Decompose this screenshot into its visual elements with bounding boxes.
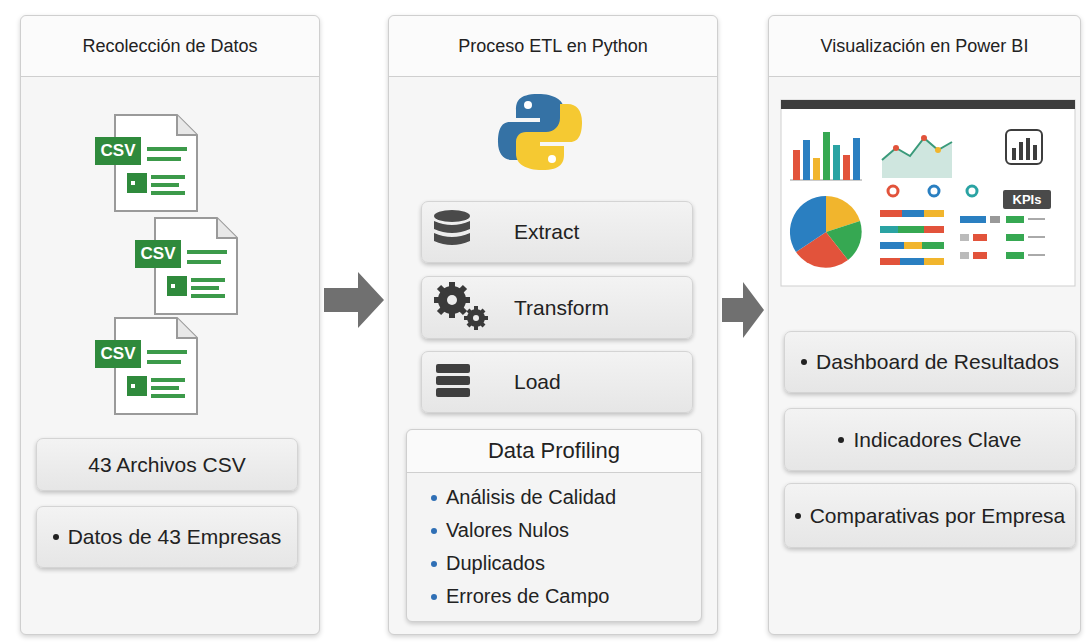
source-panel: Recolección de Datos 43 Archivos CSV Datos…	[20, 15, 320, 635]
list-row: Errores de Campo	[407, 580, 701, 613]
profiling-item: Análisis de Calidad	[446, 486, 616, 509]
bullet-dot	[795, 513, 801, 519]
box-label: Datos de 43 Empresas	[68, 525, 282, 549]
bullet-dot	[838, 437, 844, 443]
summary-box: 43 Archivos CSV	[36, 438, 298, 491]
list-row: Duplicados	[407, 547, 701, 580]
box-label: Comparativas por Empresa	[810, 504, 1066, 528]
step-box: Transform	[421, 276, 693, 339]
output-panel: Visualización en Power BI Dashboard de Re…	[768, 15, 1081, 635]
process-panel: Proceso ETL en PythonExtractTransformLoa…	[388, 15, 718, 635]
box-label: Extract	[514, 220, 579, 244]
profiling-item: Duplicados	[446, 552, 545, 575]
summary-box: Datos de 43 Empresas	[36, 506, 298, 568]
panel-title: Proceso ETL en Python	[389, 16, 717, 77]
profiling-item: Valores Nulos	[446, 519, 569, 542]
step-box: Extract	[421, 201, 693, 263]
box-label: 43 Archivos CSV	[88, 453, 246, 477]
result-box: Indicadores Clave	[784, 408, 1076, 471]
box-label: Dashboard de Resultados	[816, 350, 1059, 374]
result-box: Dashboard de Resultados	[784, 331, 1076, 393]
step-box: Load	[421, 351, 693, 413]
profiling-box: Data ProfilingAnálisis de CalidadValores…	[406, 429, 702, 622]
profiling-list: Análisis de CalidadValores NulosDuplicad…	[407, 473, 701, 613]
file-type-tag: CSV	[135, 240, 181, 268]
database-icon	[434, 210, 470, 245]
python-logo	[498, 94, 582, 170]
profiling-header: Data Profiling	[407, 430, 701, 473]
bullet-dot	[431, 495, 437, 501]
flow-arrow	[722, 282, 764, 338]
bullet-dot	[431, 594, 437, 600]
panel-title: Recolección de Datos	[21, 16, 319, 77]
box-label: Load	[514, 370, 561, 394]
box-label: Transform	[514, 296, 609, 320]
profiling-item: Errores de Campo	[446, 585, 609, 608]
list-row: Análisis de Calidad	[407, 481, 701, 514]
gears-icon	[434, 282, 488, 330]
dashboard-illustration	[781, 100, 1075, 286]
bullet-dot	[431, 561, 437, 567]
csv-file-icons	[95, 115, 237, 414]
flow-arrow	[324, 272, 384, 328]
result-box: Comparativas por Empresa	[784, 483, 1076, 548]
server-icon	[436, 364, 470, 397]
list-row: Valores Nulos	[407, 514, 701, 547]
bullet-dot	[431, 528, 437, 534]
bullet-dot	[801, 359, 807, 365]
profiling-title: Data Profiling	[488, 438, 620, 464]
panel-title: Visualización en Power BI	[769, 16, 1080, 77]
kpi-tag: KPIs	[1003, 190, 1051, 209]
file-type-tag: CSV	[95, 340, 141, 368]
box-label: Indicadores Clave	[853, 428, 1021, 452]
file-type-tag: CSV	[95, 137, 141, 165]
bullet-dot	[53, 534, 59, 540]
